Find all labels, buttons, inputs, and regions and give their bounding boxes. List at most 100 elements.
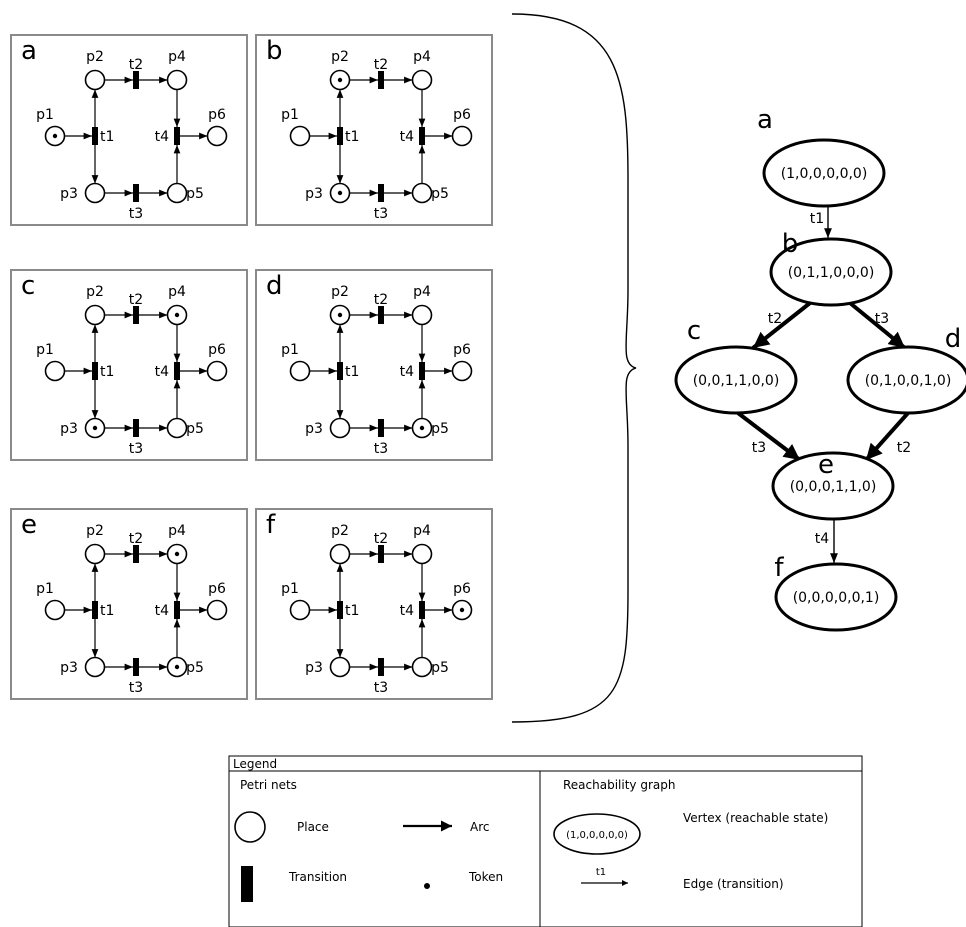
place-p5 <box>411 656 433 678</box>
place-p2 <box>84 69 106 91</box>
transition-t1 <box>92 127 98 145</box>
place-p3-label: p3 <box>305 186 323 202</box>
vertex-e-state: (0,0,0,1,1,0) <box>790 479 877 495</box>
place-p5 <box>166 182 188 204</box>
place-p5-label: p5 <box>431 660 449 676</box>
edge-b-c-label: t2 <box>768 311 782 327</box>
transition-t3 <box>133 658 139 676</box>
vertex-e <box>771 451 895 521</box>
place-p4 <box>166 69 188 91</box>
place-p4 <box>411 69 433 91</box>
transition-t4 <box>174 127 180 145</box>
legend-vertex-sample: (1,0,0,0,0,0) <box>566 830 628 841</box>
legend-transition-symbol <box>241 866 253 902</box>
token-p2 <box>337 312 343 318</box>
transition-t1-label: t1 <box>100 364 114 380</box>
edge-b-d-label: t3 <box>875 311 889 327</box>
token-p1 <box>52 133 58 139</box>
transition-t4-label: t4 <box>400 603 414 619</box>
transition-t4-label: t4 <box>155 129 169 145</box>
transition-t2 <box>133 545 139 563</box>
edge-c-e <box>736 411 802 462</box>
transition-t4-label: t4 <box>155 603 169 619</box>
vertex-f <box>774 562 898 632</box>
vertex-f-state: (0,0,0,0,0,1) <box>793 590 880 606</box>
token-p5 <box>419 425 425 431</box>
edge-b-c <box>751 301 812 350</box>
place-p1-label: p1 <box>36 107 54 123</box>
place-p3 <box>329 656 351 678</box>
edge-b-d <box>848 301 907 350</box>
place-p2-label: p2 <box>86 284 104 300</box>
place-p1 <box>289 360 311 382</box>
place-p6-label: p6 <box>453 107 471 123</box>
vertex-a-letter: a <box>757 105 773 135</box>
vertex-c-state: (0,0,1,1,0,0) <box>693 373 780 389</box>
legend-token-label: Token <box>468 870 503 884</box>
transition-t4 <box>419 127 425 145</box>
panel-letter: a <box>21 36 37 66</box>
place-p4-label: p4 <box>413 523 431 539</box>
token-p5 <box>174 664 180 670</box>
place-p6 <box>206 125 228 147</box>
transition-t1 <box>92 601 98 619</box>
transition-t4-label: t4 <box>400 364 414 380</box>
transition-t2-label: t2 <box>129 531 143 547</box>
transition-t3-label: t3 <box>374 680 388 696</box>
transition-t1 <box>337 362 343 380</box>
token-p4 <box>174 551 180 557</box>
place-p4-label: p4 <box>168 523 186 539</box>
transition-t1-label: t1 <box>345 129 359 145</box>
transition-t1-label: t1 <box>100 129 114 145</box>
place-p4 <box>411 304 433 326</box>
place-p3-label: p3 <box>60 660 78 676</box>
place-p6-label: p6 <box>453 342 471 358</box>
place-p5 <box>166 417 188 439</box>
legend-petri-heading: Petri nets <box>240 778 297 792</box>
place-p5-label: p5 <box>431 186 449 202</box>
transition-t2-label: t2 <box>129 57 143 73</box>
edge-e-f-label: t4 <box>815 531 829 547</box>
vertex-b-letter: b <box>782 229 799 259</box>
place-p1-label: p1 <box>281 107 299 123</box>
place-p3-label: p3 <box>305 421 323 437</box>
place-p1-label: p1 <box>36 342 54 358</box>
place-p1 <box>44 599 66 621</box>
place-p2 <box>329 543 351 565</box>
legend: Legend Petri nets Place Arc Transition T… <box>228 755 863 927</box>
panel-letter: b <box>266 36 283 66</box>
transition-t4 <box>419 601 425 619</box>
grouping-brace <box>511 13 637 723</box>
transition-t4-label: t4 <box>155 364 169 380</box>
edge-d-e <box>864 411 910 462</box>
transition-t3 <box>133 419 139 437</box>
place-p5-label: p5 <box>431 421 449 437</box>
place-p4 <box>411 543 433 565</box>
vertex-d-state: (0,1,0,0,1,0) <box>865 373 952 389</box>
transition-t3-label: t3 <box>374 441 388 457</box>
place-p6 <box>451 125 473 147</box>
transition-t3 <box>378 184 384 202</box>
place-p6-label: p6 <box>208 342 226 358</box>
panel-letter: c <box>21 271 35 301</box>
legend-title: Legend <box>233 757 277 771</box>
vertex-a-state: (1,0,0,0,0,0) <box>781 166 868 182</box>
place-p2 <box>84 304 106 326</box>
legend-vertex-symbol <box>553 813 641 855</box>
transition-t3-label: t3 <box>129 441 143 457</box>
transition-t3 <box>378 658 384 676</box>
transition-t2-label: t2 <box>374 292 388 308</box>
vertex-e-letter: e <box>818 450 834 480</box>
place-p1-label: p1 <box>36 581 54 597</box>
vertex-c <box>674 345 798 415</box>
legend-edge-sample: t1 <box>596 867 606 878</box>
transition-t2-label: t2 <box>129 292 143 308</box>
place-p6 <box>206 360 228 382</box>
transition-t3-label: t3 <box>129 680 143 696</box>
place-p1-label: p1 <box>281 581 299 597</box>
place-p5 <box>411 182 433 204</box>
